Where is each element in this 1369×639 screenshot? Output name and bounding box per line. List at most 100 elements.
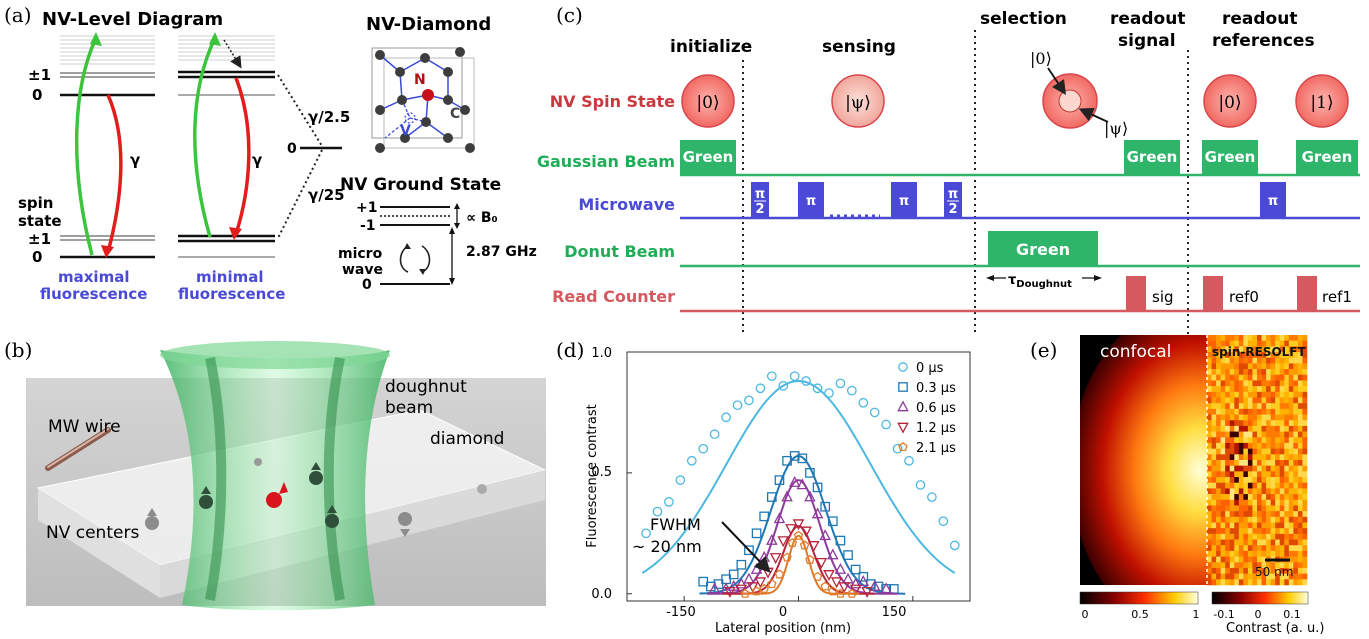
resolft-pixel [1297, 494, 1303, 501]
resolft-pixel [1261, 448, 1267, 455]
resolft-pixel [1275, 522, 1281, 529]
row-label-counter: Read Counter [552, 287, 675, 306]
gs-minus1: -1 [360, 218, 376, 234]
panel-d: (d) 0 µs0.3 µs0.6 µs1.2 µs2.1 µs 1.0 0.5… [556, 338, 971, 636]
resolft-pixel [1257, 363, 1262, 370]
resolft-pixel [1225, 420, 1231, 427]
mw-pi-a-label: π [806, 194, 816, 209]
resolft-pixel [1302, 335, 1308, 341]
minimal-fluo-label: fluorescence [178, 285, 285, 303]
resolft-pixel [1243, 460, 1249, 466]
resolft-pixel [1220, 562, 1226, 569]
resolft-pixel [1207, 442, 1212, 449]
data-point-s3-10 [807, 541, 820, 552]
resolft-pixel [1220, 573, 1226, 580]
resolft-pixel [1229, 369, 1235, 376]
resolft-pixel [1275, 528, 1281, 535]
spin-state-ref0 [1203, 74, 1257, 128]
resolft-pixel [1266, 460, 1271, 466]
resolft-pixel [1247, 391, 1253, 398]
resolft-pixel [1207, 460, 1212, 466]
resolft-pixel [1284, 437, 1290, 444]
resolft-pixel [1284, 391, 1290, 398]
mw-pulse-pi-b [891, 182, 917, 218]
resolft-pixel [1229, 528, 1235, 535]
resolft-pixel [1220, 380, 1226, 387]
resolft-pixel [1243, 454, 1249, 461]
resolft-pixel [1284, 550, 1290, 557]
legend-label-2: 0.6 µs [916, 401, 956, 416]
resolft-pixel [1302, 465, 1308, 472]
resolft-pixel [1243, 403, 1249, 410]
resolft-pixel [1207, 471, 1212, 478]
resolft-pixel [1252, 528, 1258, 535]
resolft-pixel [1247, 499, 1253, 506]
resolft-pixel [1243, 516, 1249, 523]
resolft-pixel [1284, 431, 1290, 438]
resolft-pixel [1288, 499, 1294, 506]
mw-pulse-pi-c [1260, 182, 1286, 218]
resolft-pixel [1247, 431, 1253, 438]
resolft-pixel [1293, 363, 1299, 370]
resolft-pixel [1266, 539, 1271, 546]
zfs-freq: 2.87 GHz [466, 244, 537, 260]
resolft-pixel [1284, 369, 1290, 376]
resolft-pixel [1216, 477, 1221, 484]
resolft-pixel [1216, 431, 1221, 438]
resolft-pixel [1247, 460, 1253, 466]
resolft-pixel [1229, 460, 1235, 466]
resolft-pixel [1211, 408, 1217, 415]
resolft-pixel [1297, 374, 1303, 381]
resolft-pixel [1261, 471, 1267, 478]
fit-curve-4 [741, 534, 860, 595]
resolft-pixel [1297, 545, 1303, 552]
maximal-label: maximal [58, 268, 129, 286]
resolft-pixel [1234, 488, 1240, 495]
data-point-s3-5 [769, 553, 782, 565]
resolft-pixel [1225, 391, 1231, 398]
resolft-pixel [1288, 567, 1294, 574]
resolft-pixel [1261, 352, 1267, 359]
resolft-pixel [1284, 562, 1290, 569]
resolft-pixel [1211, 340, 1217, 347]
diamond-slab-left [38, 488, 160, 598]
data-point-s2-9 [781, 490, 793, 502]
resolft-pixel [1257, 539, 1262, 546]
data-point-s4-3 [767, 579, 777, 589]
resolft-pixel [1225, 465, 1231, 472]
resolft-pixel [1207, 562, 1212, 569]
resolft-pixel [1288, 340, 1294, 347]
resolft-pixel [1243, 465, 1249, 472]
data-point-s2-15 [827, 548, 839, 560]
resolft-pixel [1238, 357, 1244, 364]
resolft-pixel [1220, 511, 1226, 518]
resolft-pixel [1234, 414, 1240, 421]
resolft-pixel [1261, 505, 1267, 512]
resolft-pixel [1257, 477, 1262, 484]
data-point-s2-21 [880, 582, 892, 594]
resolft-pixel [1297, 505, 1303, 512]
data-point-s0-3 [675, 475, 686, 485]
resolft-pixel [1247, 425, 1253, 432]
resolft-pixel [1247, 448, 1253, 455]
resolft-pixel [1225, 431, 1231, 438]
data-point-s4-2 [759, 583, 769, 593]
resolft-pixel [1216, 488, 1221, 495]
resolft-pixel [1288, 482, 1294, 489]
gaussian-pulse-ref1 [1296, 140, 1358, 175]
resolft-pixel [1225, 340, 1231, 347]
resolft-pixel [1220, 374, 1226, 381]
data-point-s3-14 [838, 582, 851, 594]
resolft-pixel [1266, 408, 1271, 415]
resolft-pixel [1252, 460, 1258, 466]
data-point-s1-14 [805, 468, 815, 478]
resolft-pixel [1302, 442, 1308, 449]
resolft-pixel [1279, 403, 1285, 410]
resolft-pixel [1261, 431, 1267, 438]
data-point-s4-8 [799, 540, 810, 550]
resolft-pixel [1211, 505, 1217, 512]
resolft-pixel [1225, 539, 1231, 546]
resolft-pixel [1257, 391, 1262, 398]
data-point-s0-14 [801, 376, 811, 386]
resolft-pixel [1266, 511, 1271, 518]
